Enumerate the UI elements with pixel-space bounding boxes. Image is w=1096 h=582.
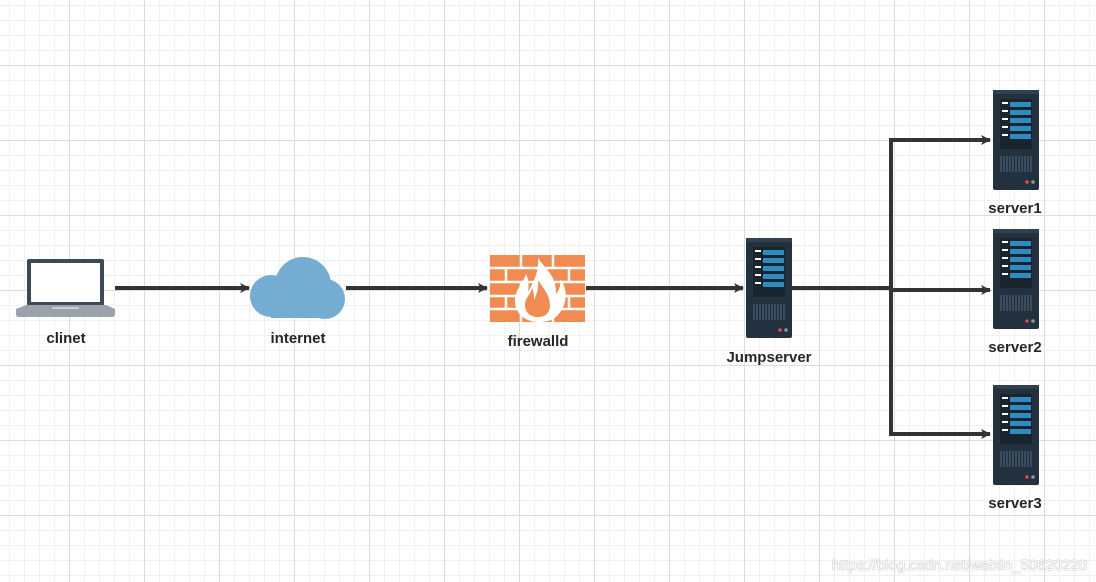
firewall-label: firewalld [507,333,569,350]
server2-label: server2 [988,339,1042,356]
server-icon-server3 [993,385,1039,485]
firewall-icon [490,255,585,322]
laptop-icon [16,259,115,317]
watermark: https://blog.csdn.net/weixin_50620220 [831,557,1087,574]
server1-label: server1 [988,200,1042,217]
server-icon-jumpserver [746,238,792,338]
edge-jumpserver-server3 [792,286,991,439]
cloud-icon [250,257,345,319]
client-label: clinet [46,330,86,347]
server3-label: server3 [988,495,1042,512]
jumpserver-label: Jumpserver [726,349,812,366]
edge-jumpserver-server1 [792,135,991,290]
server-icon-server1 [993,90,1039,190]
internet-label: internet [270,330,326,347]
connectors [115,135,991,439]
server-icon-server2 [993,229,1039,329]
